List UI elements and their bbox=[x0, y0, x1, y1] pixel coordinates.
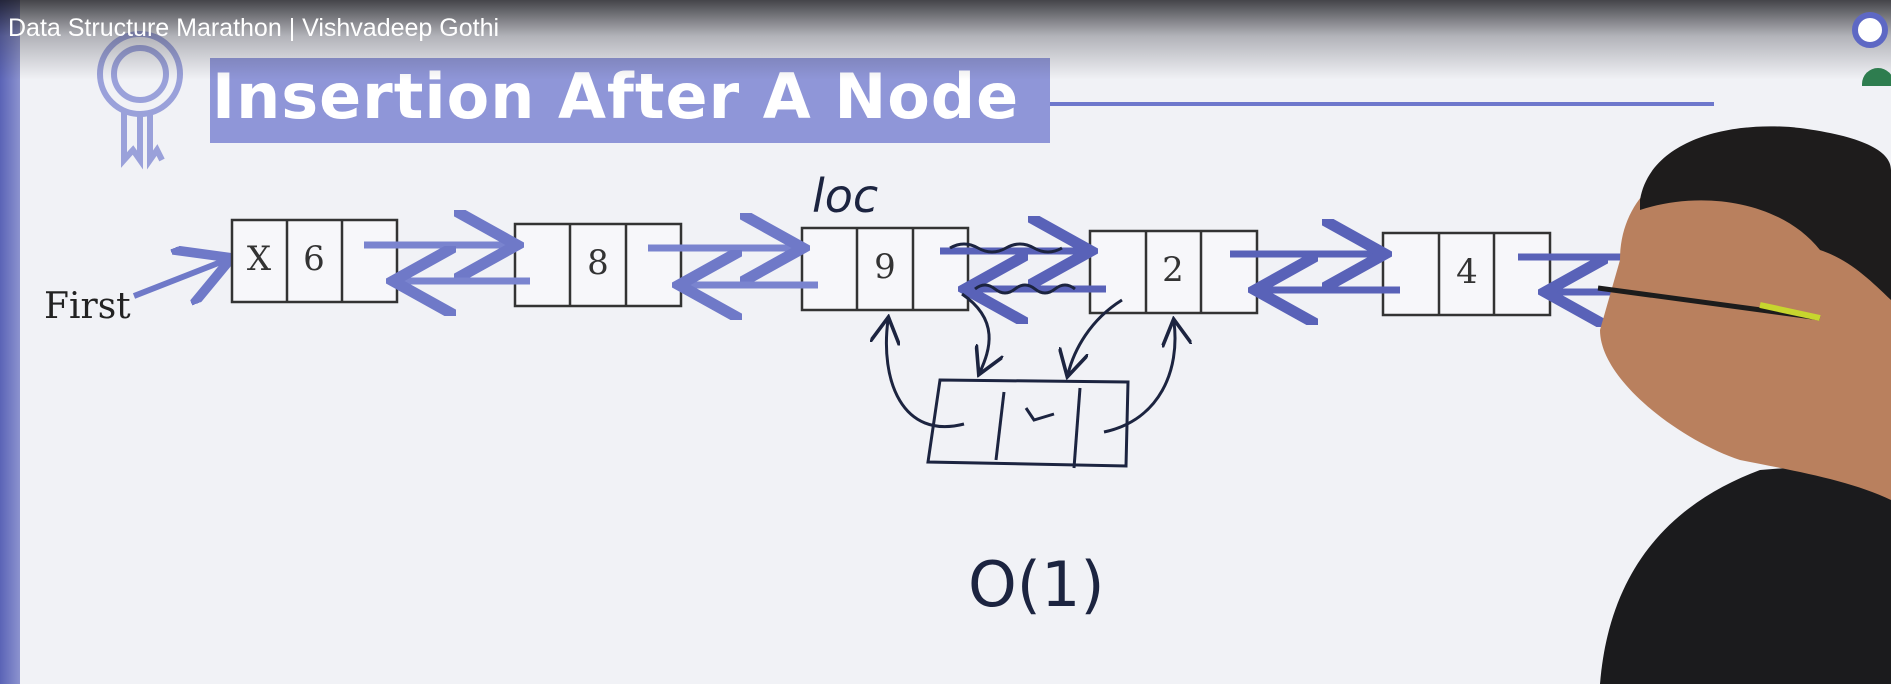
loc-label: loc bbox=[812, 169, 878, 223]
node-4-value: 2 bbox=[1162, 250, 1184, 290]
new-node bbox=[926, 378, 1130, 469]
list-node-5: 4 bbox=[1381, 231, 1552, 317]
list-node-1: X 6 bbox=[230, 218, 399, 304]
node-2-value: 8 bbox=[587, 243, 609, 283]
node-5-value: 4 bbox=[1456, 252, 1478, 292]
list-node-2: 8 bbox=[513, 222, 683, 308]
loc-next-to-new-arrow bbox=[961, 292, 989, 372]
video-top-overlay bbox=[0, 0, 1891, 80]
clock-icon[interactable] bbox=[1852, 12, 1888, 48]
presenter-figure bbox=[1597, 126, 1891, 684]
list-node-3-loc: 9 bbox=[800, 226, 970, 312]
new-node-value-mark bbox=[1024, 407, 1055, 422]
link-arrows bbox=[364, 245, 1640, 292]
list-node-4: 2 bbox=[1088, 229, 1259, 315]
new-next-to-node2-arrow bbox=[1103, 322, 1175, 434]
node-1-value: 6 bbox=[303, 239, 325, 279]
node-1-prev-null: X bbox=[247, 239, 272, 279]
first-pointer-arrow bbox=[132, 260, 226, 296]
new-node-pointer-arrows bbox=[886, 292, 1175, 434]
first-pointer-label: First bbox=[44, 286, 131, 327]
heading-underline bbox=[1050, 102, 1714, 106]
node2-prev-to-new-arrow bbox=[1068, 298, 1123, 374]
node-3-value: 9 bbox=[874, 247, 896, 287]
channel-avatar-edge bbox=[1862, 68, 1891, 86]
slide-left-stripe bbox=[0, 0, 20, 684]
complexity-label: O(1) bbox=[968, 548, 1105, 621]
video-title[interactable]: Data Structure Marathon | Vishvadeep Got… bbox=[8, 14, 500, 42]
new-prev-to-loc-arrow bbox=[886, 320, 965, 428]
crossed-out-links bbox=[949, 242, 1076, 295]
